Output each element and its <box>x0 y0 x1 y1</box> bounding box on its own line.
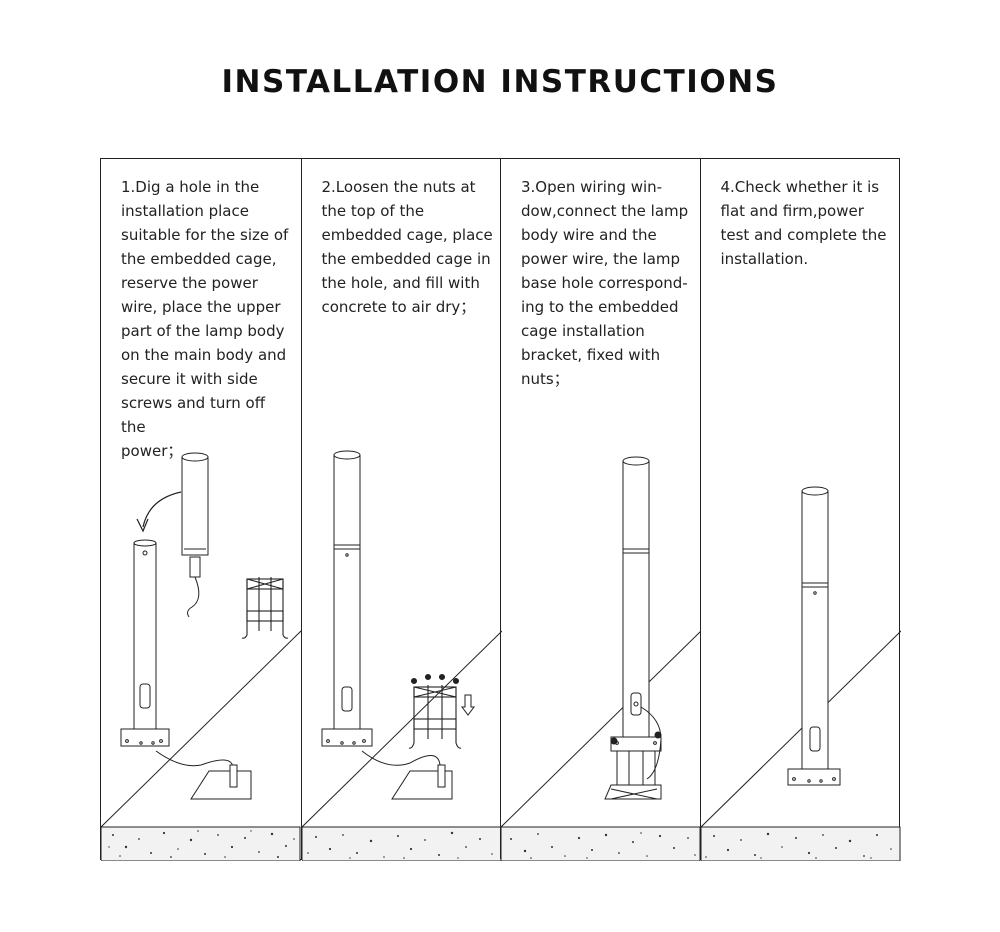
gravel-strip <box>501 826 701 861</box>
step-1-text: 1.Dig a hole in the installation place s… <box>121 178 289 460</box>
ground-line <box>101 630 301 828</box>
page-title: INSTALLATION INSTRUCTIONS <box>221 64 779 100</box>
ground-hole <box>155 750 252 800</box>
step-2-panel: 2.Loosen the nuts at the top of the embe… <box>300 159 502 861</box>
curved-arrow-icon <box>142 491 182 528</box>
gravel-strip <box>101 826 301 861</box>
step-4-illustration <box>700 486 901 861</box>
lamp-assembled <box>321 450 372 747</box>
step-4-text: 4.Check whether it is flat and firm,powe… <box>720 178 887 268</box>
lamp-head-upper <box>181 452 209 618</box>
gravel-texture <box>108 830 295 858</box>
step-2-text: 2.Loosen the nuts at the top of the embe… <box>321 178 493 316</box>
embedded-cage <box>241 577 289 639</box>
lamp-assembled <box>610 456 662 752</box>
gravel-texture <box>704 832 892 859</box>
gravel-texture <box>510 832 696 859</box>
step-3-panel: 3.Open wiring win- dow,connect the lamp … <box>500 159 701 861</box>
step-4-panel: 4.Check whether it is flat and firm,powe… <box>699 159 901 861</box>
gravel-strip <box>700 826 900 861</box>
step-2-illustration <box>301 450 502 861</box>
step-1-illustration <box>101 452 301 861</box>
instruction-panels: 1.Dig a hole in the installation place s… <box>100 158 901 861</box>
embedded-cage <box>408 673 461 749</box>
step-1-panel: 1.Dig a hole in the installation place s… <box>101 159 301 861</box>
ground-line <box>700 630 901 828</box>
step-3-text: 3.Open wiring win- dow,connect the lamp … <box>521 178 689 388</box>
step-3-illustration <box>501 456 701 861</box>
gravel-texture <box>306 831 493 859</box>
ground-line <box>301 630 502 828</box>
lamp-body-lower <box>120 539 170 747</box>
gravel-strip <box>301 826 501 861</box>
lamp-finished <box>787 486 840 786</box>
down-arrow-icon <box>460 694 475 716</box>
embedded-cage <box>604 706 662 800</box>
ground-line <box>501 630 701 828</box>
ground-hole <box>361 750 452 800</box>
